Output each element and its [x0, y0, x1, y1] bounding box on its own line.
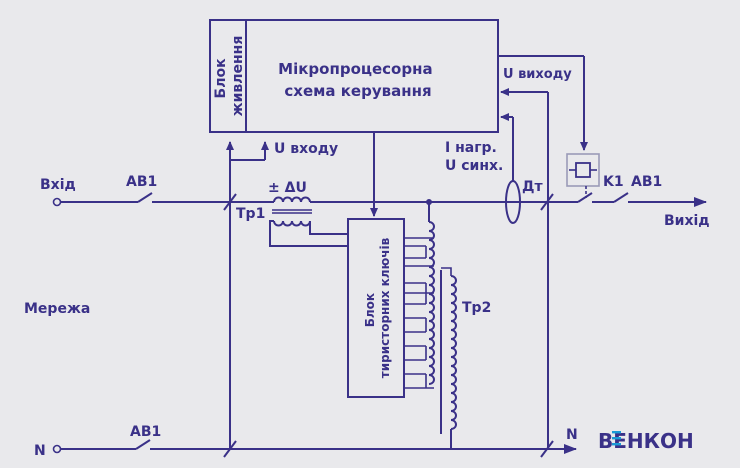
thyristor-block	[347, 218, 405, 398]
n-right-label: N	[566, 427, 578, 443]
input-label: Вхід	[40, 177, 76, 193]
k1-switch	[577, 192, 593, 203]
ab1-bottom-switch	[135, 439, 151, 450]
tr1-lead-right	[309, 221, 348, 235]
tr1-secondary	[273, 220, 311, 227]
u-sync-label: U синх.	[445, 158, 503, 174]
relay-coil-inner	[575, 162, 591, 178]
tr2-label: Tp2	[462, 300, 491, 316]
psu-label: Блок живлення	[213, 36, 246, 117]
logo-accent-mid	[612, 437, 621, 440]
u-out-label: U виходу	[503, 67, 572, 82]
logo-accent-top	[612, 431, 621, 434]
mcu-label: Мікропроцесорна схема керування	[278, 60, 438, 100]
ab1-right-label: AB1	[631, 174, 662, 190]
neutral-terminal	[52, 444, 62, 454]
tr1-lead-left	[269, 220, 348, 247]
ab1-bottom-label: AB1	[130, 424, 161, 440]
tr2-winding-left	[428, 221, 435, 385]
delta-u-label: ± ΔU	[268, 180, 307, 196]
thyristor-label: Блок тиристорних ключів	[363, 237, 392, 378]
k1-label: K1	[603, 174, 624, 190]
n-left-label: N	[34, 443, 46, 459]
ab1-top-switch	[137, 192, 153, 203]
output-label: Вихід	[664, 213, 710, 229]
tr1-primary	[273, 196, 311, 203]
relay-coil	[566, 153, 600, 187]
mcu-block	[209, 19, 499, 133]
i-load-label: I нагр.	[445, 140, 497, 156]
ab1-right-switch	[613, 192, 629, 203]
tr1-label: Tp1	[236, 206, 265, 222]
input-terminal	[52, 197, 62, 207]
venkon-logo: ВЕНКОН	[598, 429, 694, 453]
logo-accent-bottom	[612, 443, 621, 446]
mains-label: Мережа	[24, 301, 90, 317]
tr2-winding-right	[450, 275, 457, 430]
dt-label: Дт	[522, 179, 543, 195]
ab1-top-label: AB1	[126, 174, 157, 190]
tr2-right-lead	[441, 267, 452, 276]
u-in-label: U входу	[274, 141, 338, 157]
tr2-junction	[426, 199, 432, 205]
